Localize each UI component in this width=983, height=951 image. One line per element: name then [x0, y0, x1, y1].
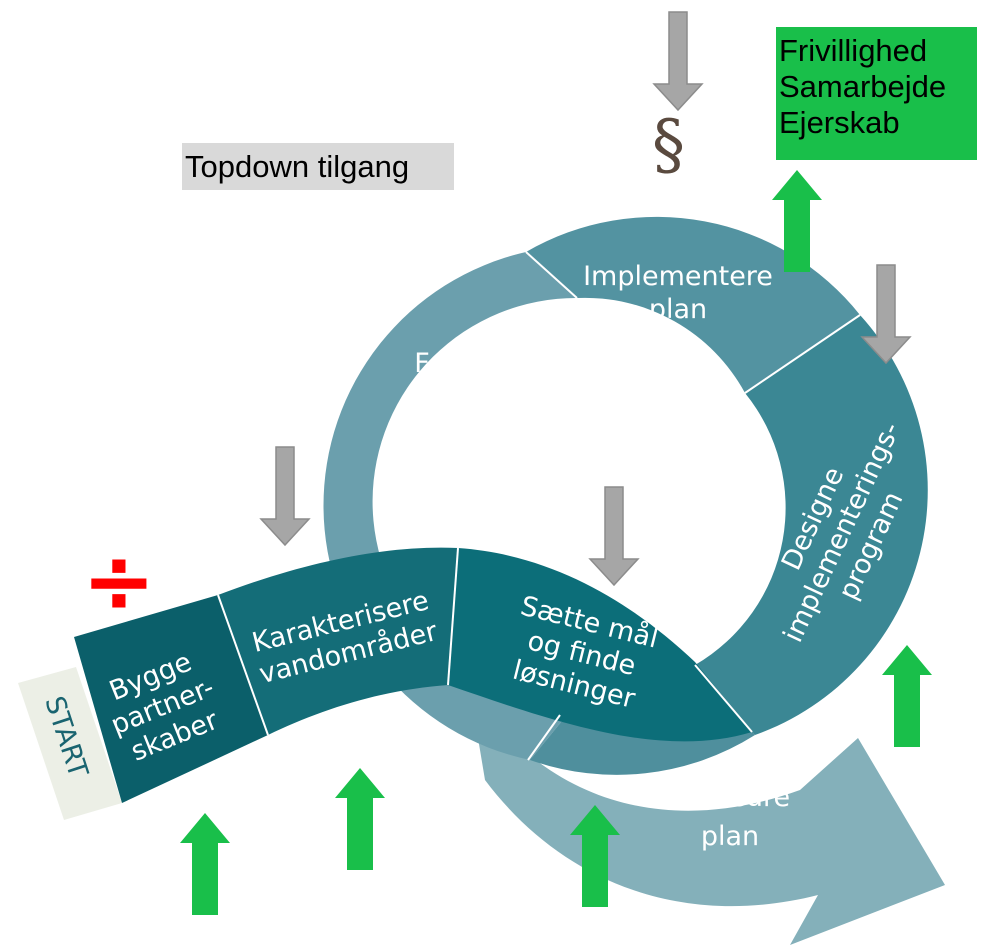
green-arrow-center — [570, 805, 620, 907]
gray-arrow-top — [652, 11, 704, 112]
paragraph-symbol: § — [652, 106, 685, 183]
green-arrow-top — [772, 170, 822, 272]
svg-text:plan: plan — [649, 294, 707, 325]
bottomup-label-frivillighed: Frivillighed — [779, 33, 928, 68]
topdown-label: Topdown tilgang — [182, 143, 454, 190]
svg-text:plan: plan — [701, 821, 759, 852]
gray-arrow-right — [860, 264, 912, 365]
svg-text:juste-: juste- — [433, 414, 510, 445]
svg-text:Implementere: Implementere — [583, 261, 773, 292]
bottomup-label-samarbejde: Samarbejde — [779, 69, 947, 104]
road-segment-bygge — [74, 595, 268, 803]
ring-segment-implementere — [526, 216, 860, 393]
segment-dividers — [217, 251, 861, 761]
svg-text:Følge op: Følge op — [414, 348, 530, 379]
gray-arrow-center — [588, 486, 640, 587]
road-segment-karakterisere — [218, 547, 458, 735]
svg-text:Forbedre: Forbedre — [670, 782, 790, 813]
road-segment-saette — [448, 548, 752, 742]
start-block — [18, 667, 122, 820]
green-arrow-middle — [335, 768, 385, 870]
label-implementere: Implementere plan — [583, 261, 773, 325]
gray-arrow-left — [259, 446, 311, 547]
bottomup-label-ejerskab: Ejerskab — [779, 105, 900, 140]
label-foelge: Følge op og lave juste- ringer — [414, 348, 530, 478]
svg-text:ringer: ringer — [432, 447, 513, 478]
gray-down-arrows — [259, 11, 912, 587]
label-forbedre: Forbedre plan — [670, 782, 790, 852]
green-arrow-left-low — [180, 813, 230, 915]
svg-text:og lave: og lave — [423, 381, 522, 412]
minus-symbol: ÷ — [82, 529, 156, 632]
bottomup-box: Frivillighed Samarbejde Ejerskab — [776, 27, 977, 160]
green-arrow-right — [882, 645, 932, 747]
ring-segment-designe — [695, 315, 928, 735]
forbedre-arrow — [470, 690, 945, 945]
green-up-arrows — [180, 170, 932, 915]
